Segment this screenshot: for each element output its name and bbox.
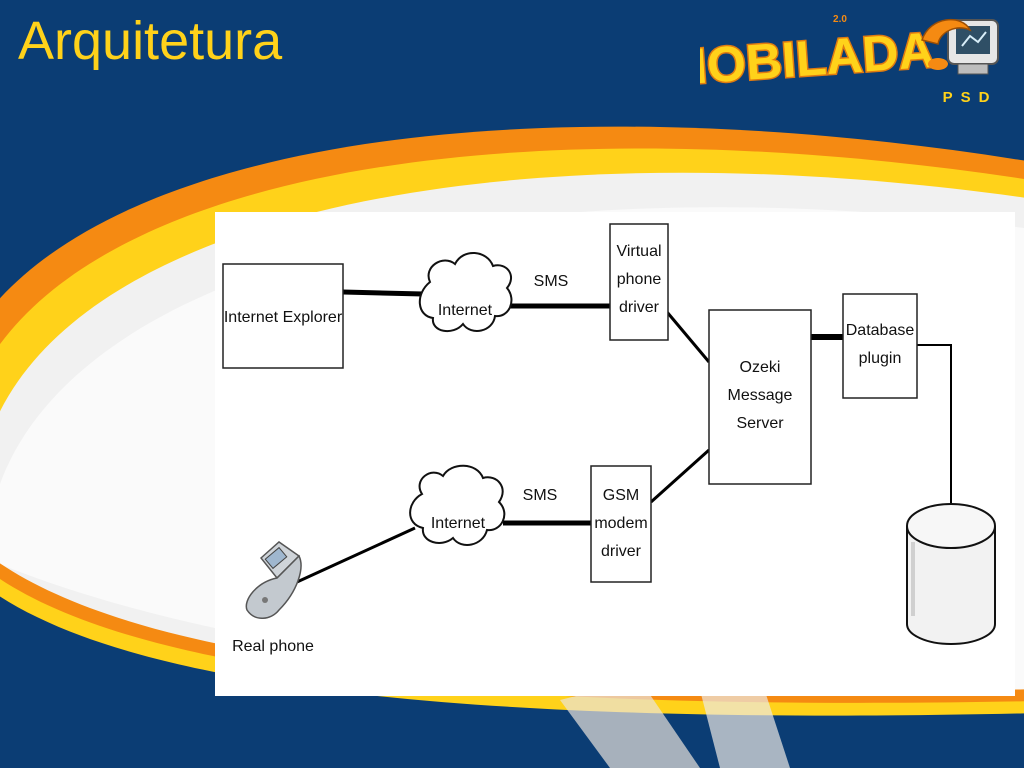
internet-explorer-label: Internet Explorer: [224, 309, 343, 326]
architecture-diagram-panel: Internet Explorer Internet SMS Virtual p…: [215, 212, 1015, 696]
internet-bottom-label: Internet: [431, 515, 486, 532]
virtual-phone-driver-line-1: Virtual: [616, 243, 661, 260]
gsm-modem-driver-line-2: modem: [594, 515, 647, 532]
ozeki-server-line-1: Ozeki: [740, 359, 781, 376]
cloud-icon: [418, 252, 513, 333]
gsm-modem-driver-line-1: GSM: [603, 487, 639, 504]
ozeki-message-server-node: [708, 309, 812, 485]
database-icon: [906, 503, 996, 645]
edge-gsm-driver-server: [649, 448, 711, 504]
logo-psd: PSD: [943, 89, 998, 106]
gsm-modem-driver-line-3: driver: [601, 543, 642, 560]
sms-bottom-label: SMS: [523, 487, 558, 504]
cloud-icon: [409, 464, 506, 546]
internet-top-label: Internet: [438, 302, 493, 319]
internet-explorer-node: [222, 263, 344, 369]
faded-watermark-shape: [560, 680, 700, 768]
faded-watermark-shape-2: [700, 676, 790, 768]
sms-top-label: SMS: [534, 273, 569, 290]
ozeki-server-line-3: Server: [736, 415, 784, 432]
slide-title: Arquitetura: [18, 11, 283, 71]
database-plugin-line-2: plugin: [859, 350, 902, 367]
edge-phone-internet: [296, 526, 416, 584]
edge-virtual-driver-server: [665, 311, 711, 363]
database-plugin-node: [842, 293, 918, 399]
database-plugin-line-1: Database: [846, 322, 915, 339]
logo-superscript: 2.0: [833, 14, 847, 25]
virtual-phone-driver-node: [609, 223, 669, 341]
gsm-modem-driver-node: [590, 465, 652, 583]
logo-wordmark: MOBILADA: [700, 22, 936, 97]
mobile-phone-icon: [245, 541, 302, 619]
virtual-phone-driver-line-3: driver: [619, 299, 660, 316]
real-phone-label: Real phone: [232, 638, 314, 655]
ozeki-server-line-2: Message: [728, 387, 793, 404]
architecture-diagram: Internet Explorer Internet SMS Virtual p…: [222, 223, 996, 655]
edge-ie-internet: [342, 289, 424, 297]
brand-logo: 2.0 MOBILADA PSD: [700, 14, 999, 106]
edge-plugin-database: [917, 344, 952, 504]
virtual-phone-driver-line-2: phone: [617, 271, 662, 288]
computer-mascot-icon: [921, 18, 999, 75]
